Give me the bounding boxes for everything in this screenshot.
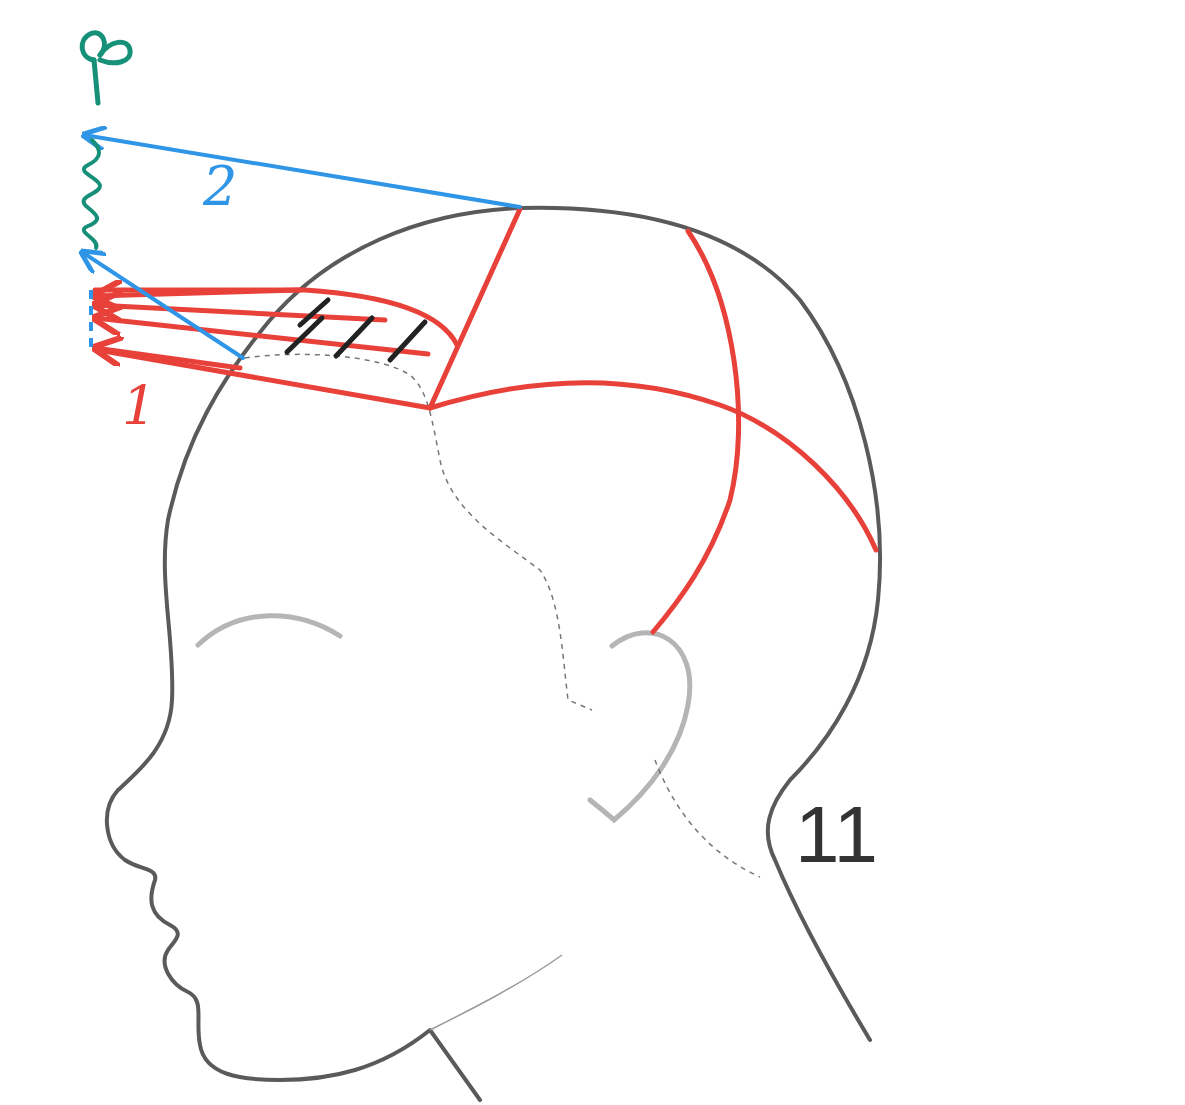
hairline (655, 760, 760, 877)
elevation-arrows (95, 290, 428, 368)
section-line (430, 209, 520, 408)
eyebrow (198, 616, 340, 645)
arrow (84, 135, 520, 207)
figure-number: 11 (795, 795, 878, 875)
ear (590, 633, 690, 820)
step-number: 2 (203, 160, 237, 214)
scissors-symbol (82, 33, 130, 103)
hatching (287, 300, 425, 360)
guide-line (89, 290, 93, 352)
section-lines (95, 209, 876, 632)
cut-line (84, 140, 100, 248)
arrow (82, 252, 243, 358)
head-outline (107, 208, 880, 1100)
step-number: 1 (122, 380, 156, 434)
jaw-line (430, 955, 562, 1030)
arrow (95, 348, 240, 368)
arrow (95, 290, 300, 296)
arrow (95, 318, 428, 354)
arrow (95, 305, 385, 320)
section-line (653, 231, 739, 632)
overdirection-arrows (82, 135, 520, 358)
section-line (430, 383, 876, 550)
